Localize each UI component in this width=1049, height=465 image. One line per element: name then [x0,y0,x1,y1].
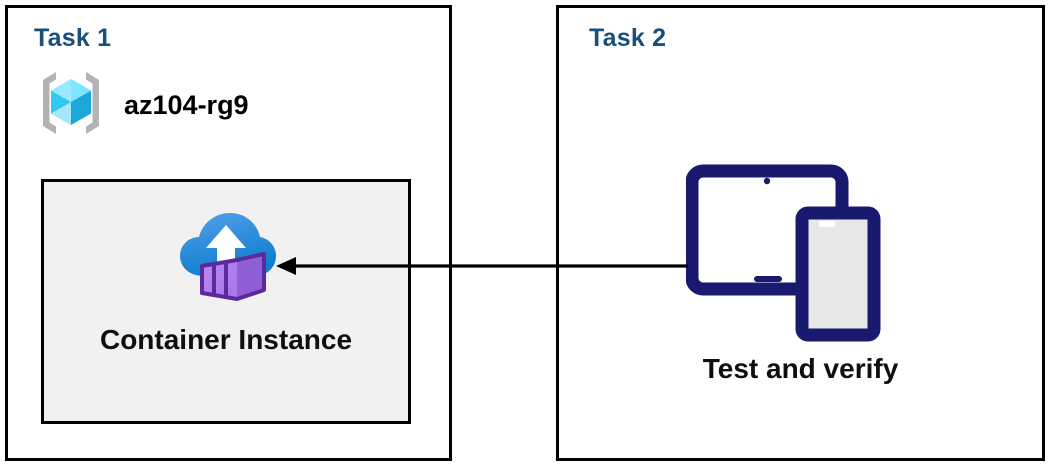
container-instance-icon [174,204,278,313]
resource-group-row: az104-rg9 [34,66,249,145]
panel-task-1-title: Task 1 [34,24,112,52]
tablet-and-phone-icon [685,163,886,348]
resource-group-icon [34,66,108,145]
panel-task-2-title: Task 2 [589,24,667,52]
resource-group-label: az104-rg9 [124,90,249,120]
container-instance-label: Container Instance [99,324,353,355]
panel-task-2: Task 2 Test and verify [556,5,1045,461]
container-instance-box: Container Instance [41,179,411,424]
panel-task-1: Task 1 [5,5,452,461]
test-and-verify-label: Test and verify [702,353,899,384]
